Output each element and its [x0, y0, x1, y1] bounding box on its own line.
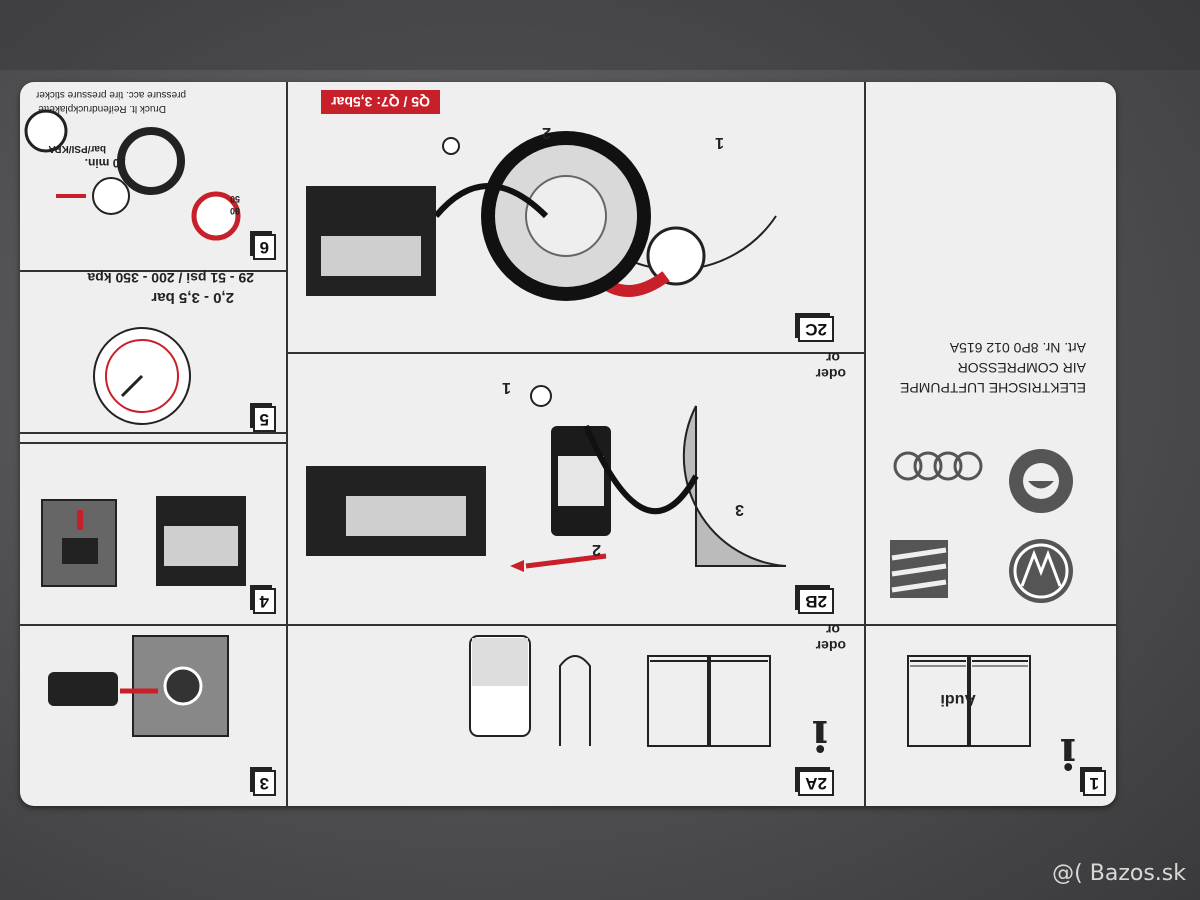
- info-icon: i: [1060, 729, 1076, 778]
- step-5-number: 5: [252, 406, 276, 432]
- drive-check-illustration: [24, 109, 241, 241]
- audi-wordmark: Audi: [940, 691, 976, 708]
- manual-book-icon: [907, 655, 1031, 747]
- power-socket-icon: [132, 635, 229, 737]
- callout-1: 1: [715, 134, 724, 151]
- plug-icon: [48, 672, 118, 706]
- vw-logo-icon: [1009, 539, 1073, 603]
- separator-oder: oder: [815, 366, 846, 382]
- grid-line: [288, 352, 866, 354]
- pressure-gauge-icon: [442, 137, 460, 155]
- hose-icon: [433, 183, 549, 219]
- tire-sticker-note-en: pressure acc. tire pressure sticker: [35, 89, 186, 100]
- skoda-logo-icon: [1009, 449, 1073, 513]
- hose-icon: [583, 424, 699, 515]
- step-1-number: 1: [1082, 770, 1106, 796]
- steering-wheel-icon: [117, 127, 185, 195]
- seat-logo-icon: [890, 540, 948, 598]
- tire-sticker-note-de: Druck lt. Reifendruckplakette: [38, 103, 166, 114]
- pressure-range-bar: 2,0 - 3,5 bar: [151, 289, 234, 306]
- wheel-hub-icon: [646, 226, 706, 286]
- tire-icon: [24, 109, 68, 153]
- audi-logo-icon: [893, 451, 983, 481]
- step-6-number: 6: [252, 234, 276, 260]
- instruction-card: 1 i: [20, 82, 1116, 806]
- pressure-range-units: 29 - 51 psi / 200 - 350 kpa: [87, 270, 254, 286]
- product-name-en: AIR COMPRESSOR: [957, 360, 1086, 376]
- step-2a-number: 2A: [798, 770, 834, 796]
- callout-2: 2: [592, 541, 601, 558]
- model-pressure-label: Q5 / Q7: 3,5bar: [321, 90, 440, 114]
- product-name-de: ELEKTRISCHE LUFTPUMPE: [900, 380, 1086, 396]
- grid-line: [864, 82, 866, 806]
- separator-oder: oder: [815, 638, 846, 654]
- brand-logos: [890, 449, 1073, 603]
- grid-line: [286, 82, 288, 806]
- grid-line: [20, 432, 288, 434]
- callout-2: 2: [542, 124, 551, 141]
- separator-or: or: [826, 622, 840, 638]
- pressure-gauge-dial-illustration: [93, 327, 191, 425]
- valve-hose-icon: [559, 655, 591, 746]
- speed-limit-sign-icon: [191, 191, 241, 241]
- grid-line: [20, 442, 288, 444]
- info-icon: i: [812, 711, 828, 760]
- clock-icon: [92, 177, 130, 215]
- step-3-number: 3: [252, 770, 276, 796]
- speed-limit-top: 80: [229, 206, 240, 216]
- drive-time: 10 min.: [84, 156, 126, 170]
- step-4-number: 4: [252, 588, 276, 614]
- pressure-unit-label: bar/PSI/KPA: [48, 143, 106, 154]
- article-number: Art. Nr. 8P0 012 615A: [949, 340, 1086, 356]
- speed-limit-bottom: 50: [229, 194, 240, 204]
- step-2b-number: 2B: [798, 588, 834, 614]
- pressure-gauge-icon: [530, 385, 552, 407]
- callout-3: 3: [735, 501, 744, 518]
- sealant-bottle-connection-illustration: [306, 385, 787, 572]
- power-switch-illustration: [41, 496, 246, 587]
- separator-or: or: [826, 350, 840, 366]
- rotated-content: 1 i: [20, 82, 1116, 806]
- callout-1: 1: [502, 379, 511, 396]
- compressor-wheel-illustration: [306, 131, 777, 301]
- watermark: @( Bazos.sk: [1052, 861, 1186, 886]
- tire-icon: [682, 405, 787, 567]
- red-arrow-icon: [525, 553, 607, 569]
- sealant-kit-illustration: [469, 635, 771, 747]
- background-edge: [0, 0, 1200, 70]
- socket-plug-illustration: [48, 635, 229, 737]
